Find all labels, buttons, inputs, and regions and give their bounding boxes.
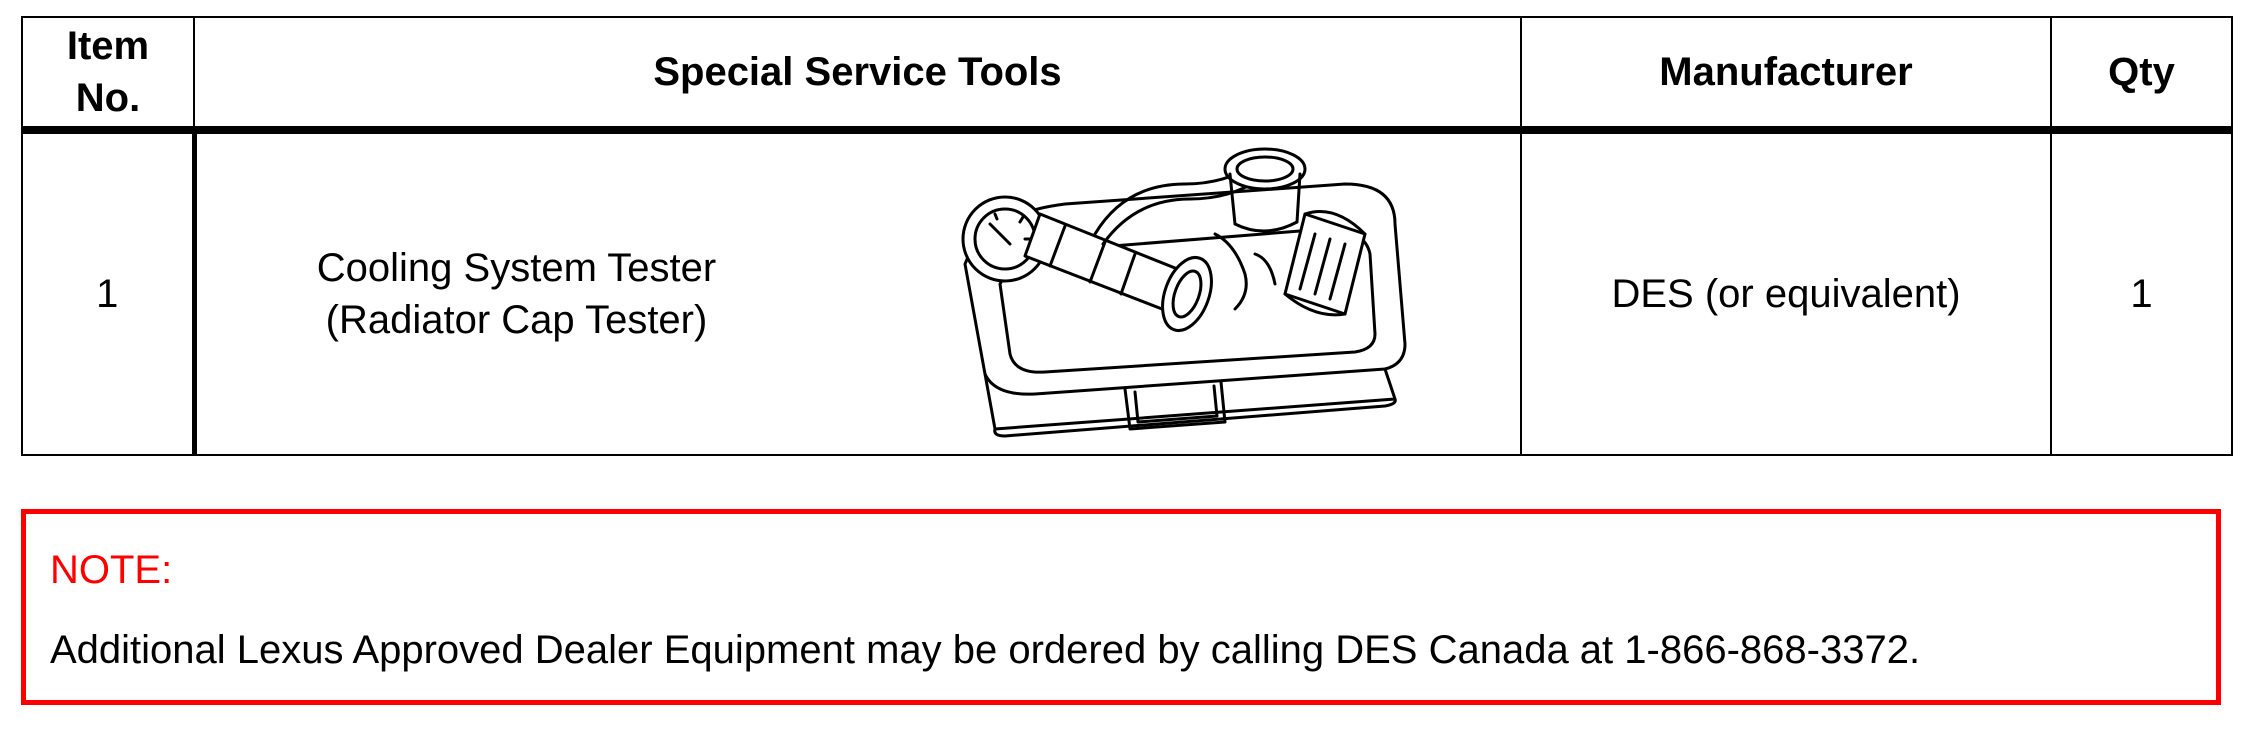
cell-tool: Cooling System Tester (Radiator Cap Test… [193,129,1522,456]
note-label: NOTE: [50,548,173,592]
tool-name: Cooling System Tester (Radiator Cap Test… [257,242,777,346]
header-manufacturer: Manufacturer [1520,16,2052,134]
header-row: Item No. Special Service Tools Manufactu… [21,16,2233,134]
tool-name-line2: (Radiator Cap Tester) [325,298,708,342]
tool-name-line1: Cooling System Tester [316,246,717,290]
tool-cell-content: Cooling System Tester (Radiator Cap Test… [197,135,1521,453]
cell-item-no: 1 [21,129,197,456]
table-row: 1 Cooling System Tester (Radiator Cap Te… [21,129,2233,456]
header-item-line2: No. [75,76,141,120]
cell-qty: 1 [2050,129,2233,456]
table-body: 1 Cooling System Tester (Radiator Cap Te… [21,129,2233,456]
header-item-line1: Item [66,24,150,68]
note-text: Additional Lexus Approved Dealer Equipme… [50,628,1921,672]
special-service-tools-table: Item No. Special Service Tools Manufactu… [21,16,2233,456]
note-box: NOTE: Additional Lexus Approved Dealer E… [21,509,2221,705]
header-qty: Qty [2050,16,2233,134]
table-header: Item No. Special Service Tools Manufactu… [21,16,2233,134]
cooling-system-tester-kit-icon [961,147,1406,438]
cell-manufacturer: DES (or equivalent) [1520,129,2052,456]
header-special-service-tools: Special Service Tools [193,16,1522,134]
header-item-no: Item No. [21,16,195,134]
